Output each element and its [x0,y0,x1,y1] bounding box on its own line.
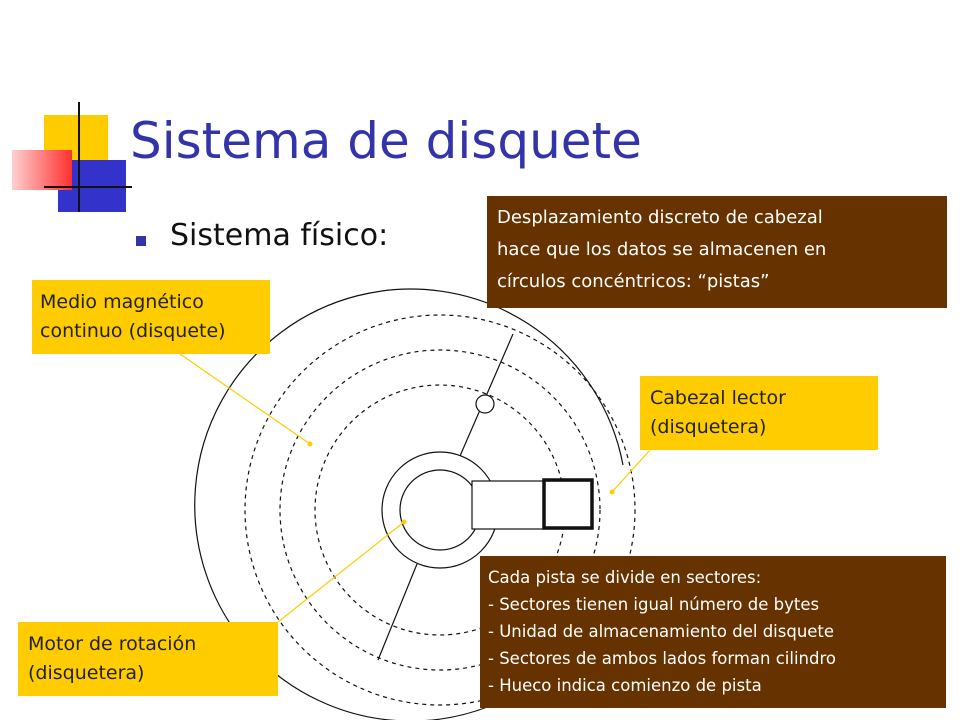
leader-motor [277,521,405,623]
decor-red-square [12,150,72,190]
disk-outer-edge [194,288,624,720]
callout-line: Motor de rotación [28,633,197,655]
hub-inner [399,469,481,551]
callout-line: - Sectores tienen igual número de bytes [488,595,820,614]
callout-line: - Sectores de ambos lados forman cilindr… [488,649,836,668]
callout-line: Cabezal lector [650,387,786,409]
leader-dot-cabezal [609,489,615,495]
callout-cabezal-lector: Cabezal lector (disquetera) [640,376,878,450]
decor-horizontal-line [44,186,132,188]
callout-line: Desplazamiento discreto de cabezal [497,207,823,228]
callout-line: Medio magnético [40,291,204,313]
bullet-text: Sistema físico: [170,218,389,253]
callout-line: - Hueco indica comienzo de pista [488,676,762,695]
arm-rail [471,480,593,530]
callout-medio-magnetico: Medio magnético continuo (disquete) [32,280,270,354]
callout-motor-rotacion: Motor de rotación (disquetera) [18,622,278,696]
read-head [542,478,594,530]
index-hole [475,394,495,414]
callout-line: hace que los datos se almacenen en [497,239,827,260]
callout-line: continuo (disquete) [40,320,226,342]
callout-line: círculos concéntricos: “pistas” [497,271,770,292]
callout-line: (disquetera) [650,416,767,438]
callout-line: Cada pista se divide en sectores: [488,568,762,587]
callout-line: (disquetera) [28,662,145,684]
sector-line-bottom [377,563,418,661]
slide-title: Sistema de disquete [130,112,642,170]
callout-line: - Unidad de almacenamiento del disquete [488,622,835,641]
leader-dot-medio [307,441,313,447]
leader-dot-motor [401,519,407,525]
leader-cabezal [611,449,651,493]
callout-desplazamiento: Desplazamiento discreto de cabezal hace … [487,196,947,308]
track-1 [244,314,636,706]
leader-medio [179,353,311,445]
callout-sectores: Cada pista se divide en sectores: - Sect… [480,556,946,708]
decor-vertical-line [78,102,80,212]
track-2 [279,349,601,671]
bullet-marker [136,236,146,246]
